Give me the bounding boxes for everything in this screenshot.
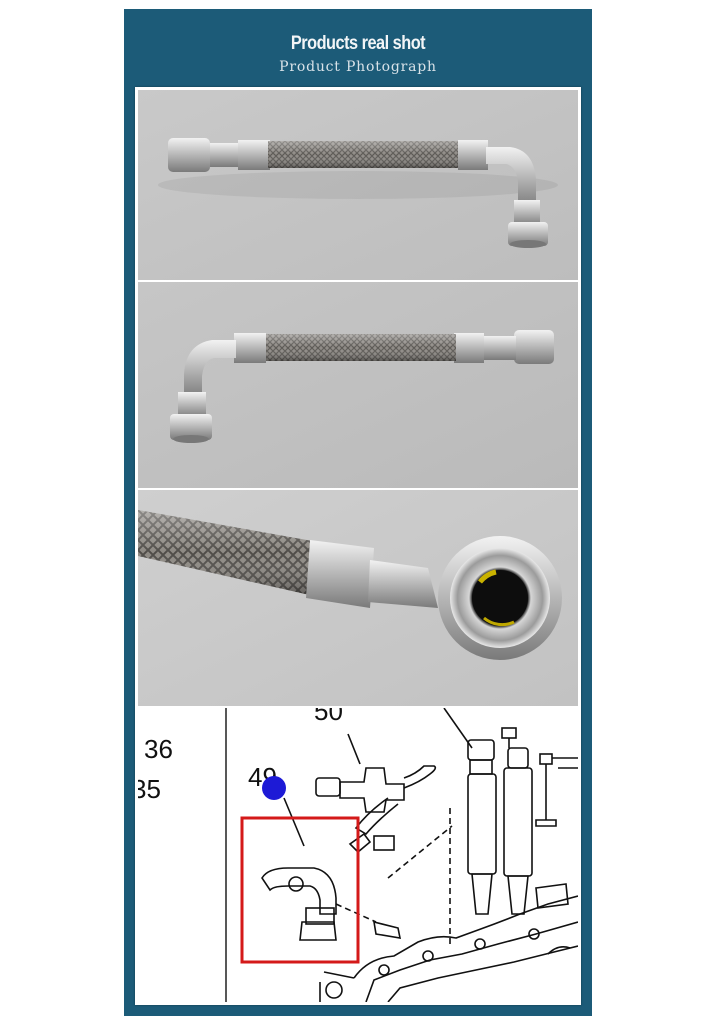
- section-subtitle: Product Photograph: [279, 59, 437, 75]
- parts-diagram: 36 35 50 49: [138, 708, 578, 1002]
- location-marker: [262, 776, 286, 800]
- hose-photo-side: [138, 90, 578, 280]
- photo-frame: 36 35 50 49: [135, 87, 581, 1005]
- section-header: Products real shot Product Photograph: [124, 9, 592, 87]
- part-label-50: 50: [314, 708, 343, 726]
- section-title: Products real shot: [290, 33, 426, 54]
- part-label-36: 36: [144, 734, 173, 764]
- parts-drawing: [261, 708, 578, 1002]
- hose-photo-closeup: [138, 490, 578, 706]
- highlight-box: [240, 816, 360, 964]
- part-label-35: 35: [138, 774, 161, 804]
- hose-photo-reverse: [138, 282, 578, 488]
- product-sheet: Products real shot Product Photograph: [124, 9, 592, 1016]
